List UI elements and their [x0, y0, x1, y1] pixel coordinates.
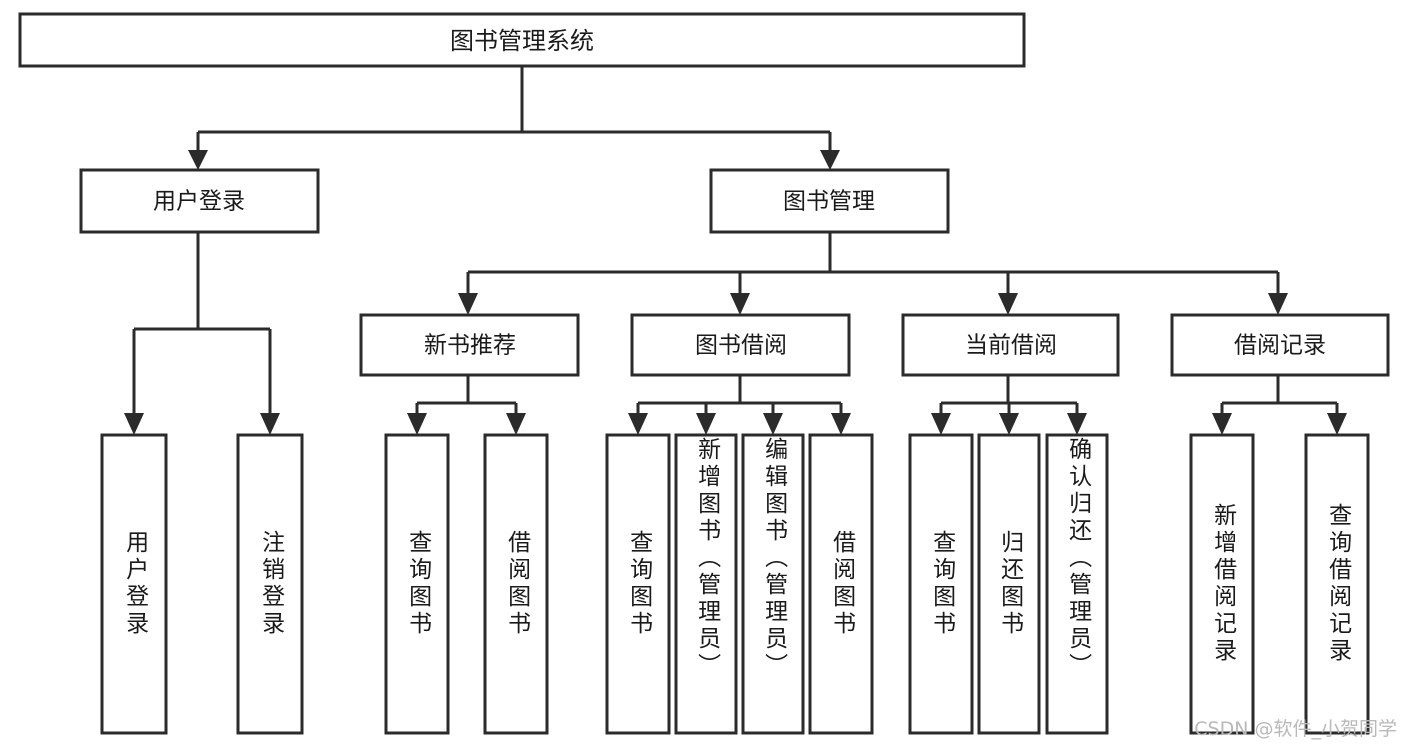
- arrowhead-current-borrow: [998, 293, 1018, 315]
- leaf-box-logout[interactable]: [236, 433, 304, 735]
- arrowhead-leaf-logout: [260, 413, 280, 435]
- leaf-box-borrow-book-1[interactable]: [483, 433, 549, 735]
- arrowhead-leaf-borrow-book-1: [506, 413, 526, 435]
- arrowhead-leaf-confirm-return: [1067, 413, 1087, 435]
- arrowhead-leaf-query-record: [1327, 413, 1347, 435]
- node-new-book-recommend-label: 新书推荐: [424, 333, 516, 359]
- node-user-login[interactable]: 用户登录: [79, 168, 320, 234]
- leaf-box-edit-book[interactable]: [741, 433, 805, 735]
- arrowhead-leaf-borrow-book-2: [831, 413, 851, 435]
- node-book-borrow-box[interactable]: [630, 313, 851, 377]
- node-current-borrow-label: 当前借阅: [965, 333, 1057, 359]
- arrowhead-book-borrow: [730, 293, 750, 315]
- leaf-box-group: [100, 433, 1370, 735]
- connector-group: [124, 66, 1347, 435]
- node-book-management[interactable]: 图书管理: [709, 168, 950, 234]
- arrowhead-leaf-query-book-2: [628, 413, 648, 435]
- leaf-box-add-record[interactable]: [1189, 433, 1255, 735]
- arrowhead-leaf-query-book-3: [931, 413, 951, 435]
- node-current-borrow[interactable]: 当前借阅: [901, 313, 1120, 377]
- arrowhead-leaf-user-login: [124, 413, 144, 435]
- arrowhead-leaf-add-record: [1212, 413, 1232, 435]
- leaf-box-borrow-book-2[interactable]: [808, 433, 874, 735]
- leaf-box-query-book-1[interactable]: [384, 433, 450, 735]
- node-root[interactable]: 图书管理系统: [18, 12, 1026, 68]
- arrowhead-new-book-recommend: [458, 293, 478, 315]
- leaf-box-query-book-2[interactable]: [605, 433, 671, 735]
- node-book-borrow-label: 图书借阅: [695, 333, 787, 359]
- node-current-borrow-box[interactable]: [901, 313, 1120, 377]
- arrowhead-book-management: [820, 150, 840, 170]
- leaf-box-query-book-3[interactable]: [908, 433, 974, 735]
- leaf-box-query-record[interactable]: [1304, 433, 1370, 735]
- node-root-label: 图书管理系统: [450, 27, 594, 55]
- leaf-box-return-book[interactable]: [977, 433, 1041, 735]
- arrowhead-leaf-add-book: [696, 413, 716, 435]
- leaf-box-user-login[interactable]: [100, 433, 168, 735]
- node-new-book-recommend[interactable]: 新书推荐: [359, 313, 580, 377]
- arrowhead-leaf-edit-book: [763, 413, 783, 435]
- arrowhead-leaf-return-book: [999, 413, 1019, 435]
- node-user-login-label: 用户登录: [153, 189, 245, 215]
- node-book-management-label: 图书管理: [783, 189, 875, 215]
- arrowhead-leaf-query-book-1: [407, 413, 427, 435]
- arrowhead-user-login: [188, 150, 208, 170]
- node-root-box[interactable]: [18, 12, 1026, 68]
- node-book-borrow[interactable]: 图书借阅: [630, 313, 851, 377]
- node-borrow-record-label: 借阅记录: [1234, 333, 1326, 359]
- leaf-box-confirm-return[interactable]: [1045, 433, 1109, 735]
- node-book-management-box[interactable]: [709, 168, 950, 234]
- node-borrow-record-box[interactable]: [1170, 313, 1390, 377]
- node-new-book-recommend-box[interactable]: [359, 313, 580, 377]
- leaf-box-add-book[interactable]: [674, 433, 738, 735]
- node-user-login-box[interactable]: [79, 168, 320, 234]
- node-borrow-record[interactable]: 借阅记录: [1170, 313, 1390, 377]
- arrowhead-borrow-record: [1268, 293, 1288, 315]
